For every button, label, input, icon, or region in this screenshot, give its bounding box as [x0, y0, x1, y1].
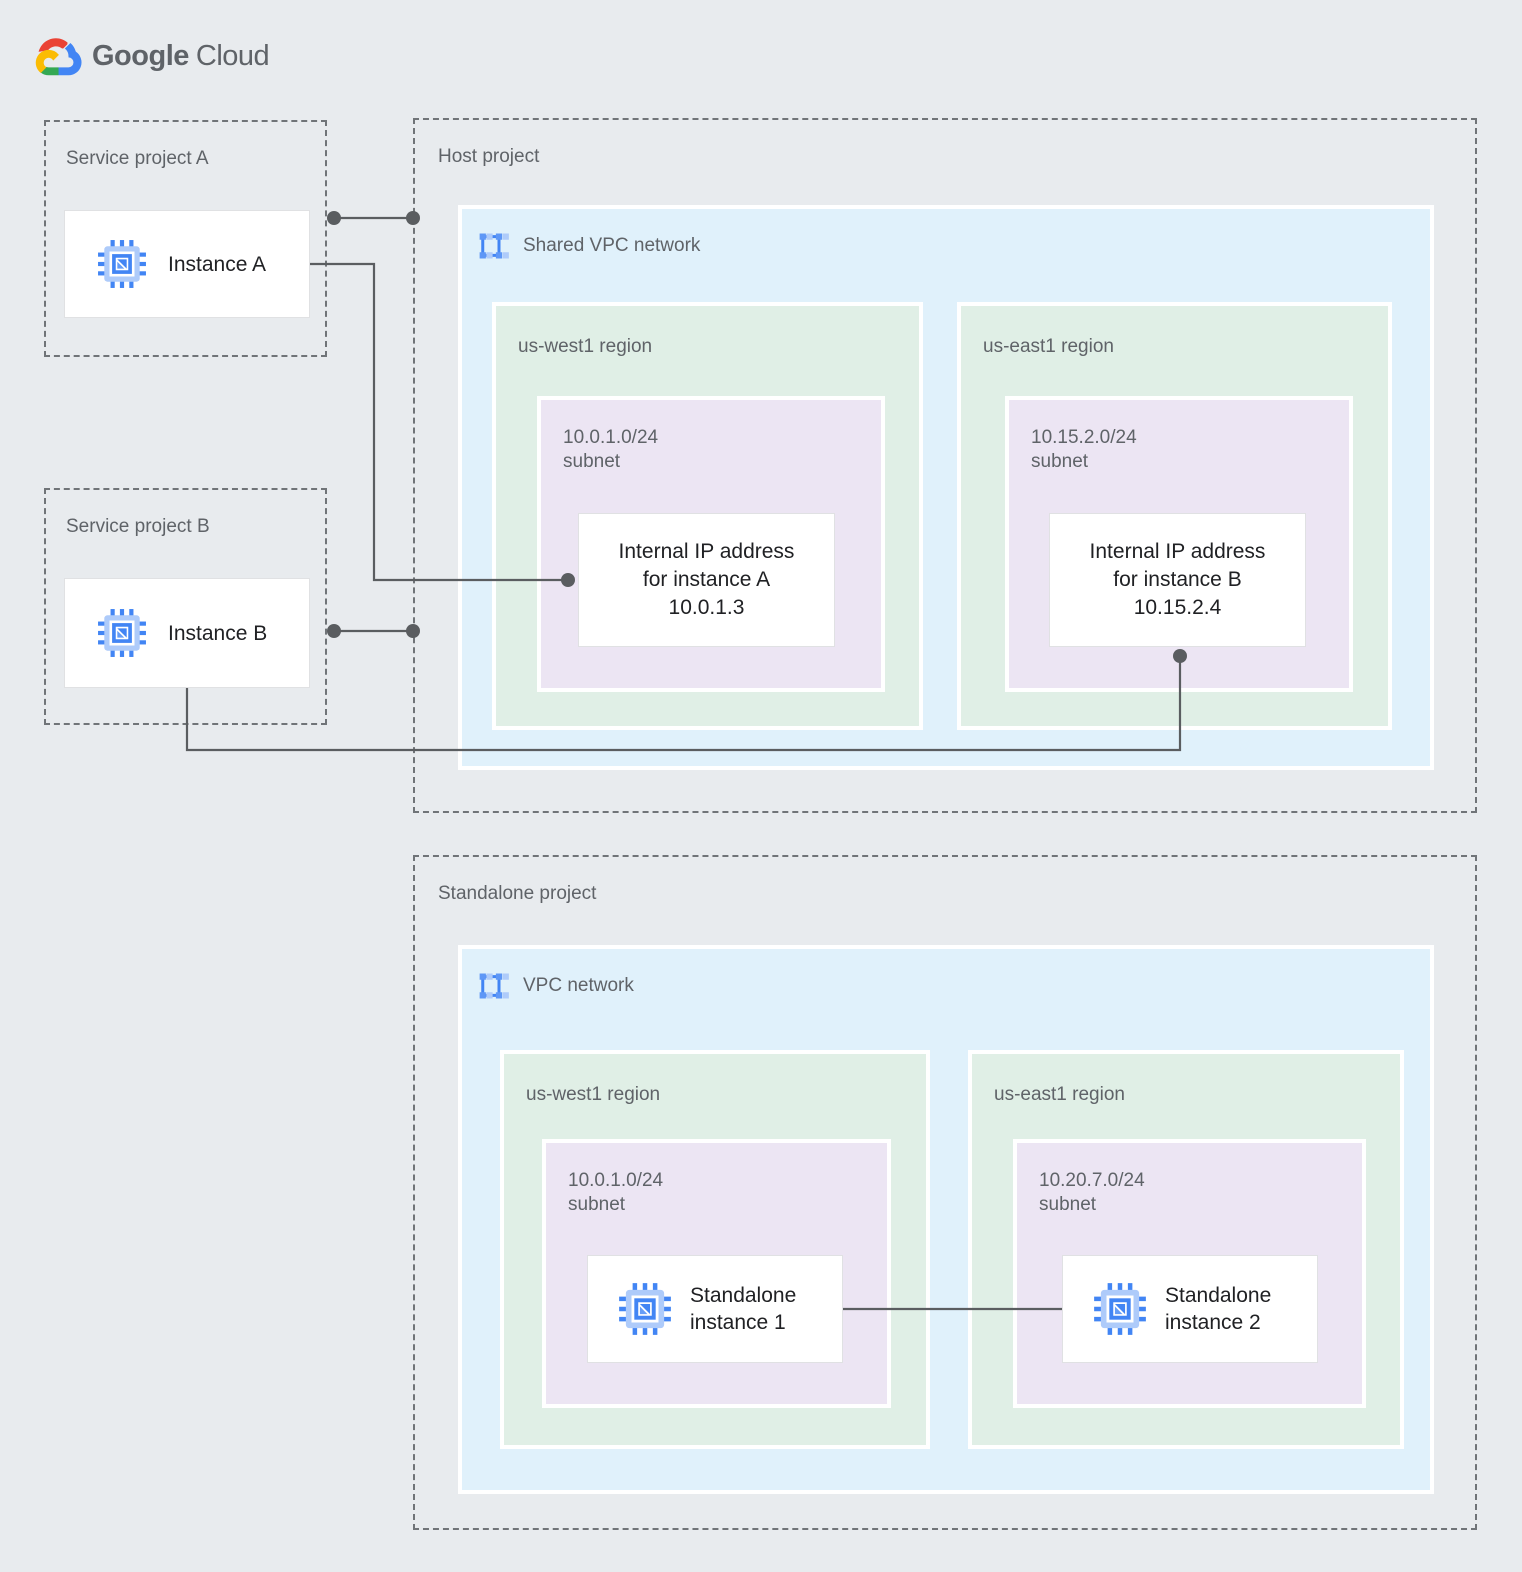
host-east-subnet-label: 10.15.2.0/24 subnet	[1031, 426, 1137, 474]
internal-ip-instance-a-card: Internal IP address for instance A 10.0.…	[578, 513, 835, 647]
ip-a-line2: for instance A	[642, 568, 771, 591]
standalone-instance-1-card: Standalone instance 1	[587, 1255, 843, 1363]
connector-dot	[327, 624, 341, 638]
standalone-project-title: Standalone project	[438, 883, 597, 904]
standalone-east-subnet-word: subnet	[1039, 1194, 1097, 1215]
compute-instance-icon	[618, 1282, 672, 1336]
vpc-network-label: VPC network	[523, 975, 634, 996]
host-us-east1-region-label: us-east1 region	[983, 336, 1114, 357]
service-project-a-title: Service project A	[66, 148, 209, 169]
host-east-subnet-cidr: 10.15.2.0/24	[1031, 427, 1137, 448]
host-east-subnet-word: subnet	[1031, 451, 1089, 472]
internal-ip-instance-b-card: Internal IP address for instance B 10.15…	[1049, 513, 1306, 647]
shared-vpc-label: Shared VPC network	[523, 235, 701, 256]
instance-b-label: Instance B	[168, 621, 268, 645]
standalone-west-subnet-cidr: 10.0.1.0/24	[568, 1170, 664, 1191]
service-project-a-box: Service project A	[44, 120, 327, 357]
standalone-project-box: Standalone project	[413, 855, 1477, 1530]
logo-google-text: Google	[92, 40, 189, 72]
vpc-network-icon	[477, 971, 511, 1001]
instance-a-card: Instance A	[64, 210, 310, 318]
si2-line1: Standalone	[1165, 1284, 1272, 1307]
host-project-title: Host project	[438, 146, 540, 167]
standalone-east-subnet-label: 10.20.7.0/24 subnet	[1039, 1169, 1145, 1217]
instance-a-label: Instance A	[168, 252, 267, 276]
connector-dot	[327, 211, 341, 225]
host-us-west1-region-label: us-west1 region	[518, 336, 653, 357]
standalone-instance-2-label: Standalone instance 2	[1165, 1282, 1271, 1336]
standalone-west-subnet-word: subnet	[568, 1194, 626, 1215]
host-west-subnet-cidr: 10.0.1.0/24	[563, 427, 659, 448]
ip-b-line3: 10.15.2.4	[1133, 596, 1222, 619]
ip-b-line2: for instance B	[1113, 568, 1242, 591]
service-project-b-box: Service project B	[44, 488, 327, 725]
ip-a-line3: 10.0.1.3	[668, 596, 745, 619]
vpc-network-header: VPC network	[477, 971, 634, 1001]
standalone-us-west1-region-label: us-west1 region	[526, 1084, 661, 1105]
si2-line2: instance 2	[1165, 1311, 1261, 1334]
vpc-network-icon	[477, 231, 511, 261]
ip-b-line1: Internal IP address	[1089, 540, 1266, 563]
instance-b-card: Instance B	[64, 578, 310, 688]
ip-a-line1: Internal IP address	[618, 540, 795, 563]
compute-instance-icon	[1093, 1282, 1147, 1336]
service-project-b-title: Service project B	[66, 516, 210, 537]
standalone-west-subnet-label: 10.0.1.0/24 subnet	[568, 1169, 663, 1217]
si1-line2: instance 1	[690, 1311, 786, 1334]
si1-line1: Standalone	[690, 1284, 797, 1307]
compute-instance-icon	[97, 608, 147, 658]
standalone-instance-2-card: Standalone instance 2	[1062, 1255, 1318, 1363]
logo-cloud-text: Cloud	[195, 40, 270, 72]
compute-instance-icon	[97, 239, 147, 289]
standalone-us-east1-region-label: us-east1 region	[994, 1084, 1125, 1105]
host-west-subnet-label: 10.0.1.0/24 subnet	[563, 426, 658, 474]
standalone-east-subnet-cidr: 10.20.7.0/24	[1039, 1170, 1145, 1191]
shared-vpc-header: Shared VPC network	[477, 231, 700, 261]
standalone-instance-1-label: Standalone instance 1	[690, 1282, 796, 1336]
host-west-subnet-word: subnet	[563, 451, 621, 472]
google-cloud-icon	[35, 38, 82, 76]
